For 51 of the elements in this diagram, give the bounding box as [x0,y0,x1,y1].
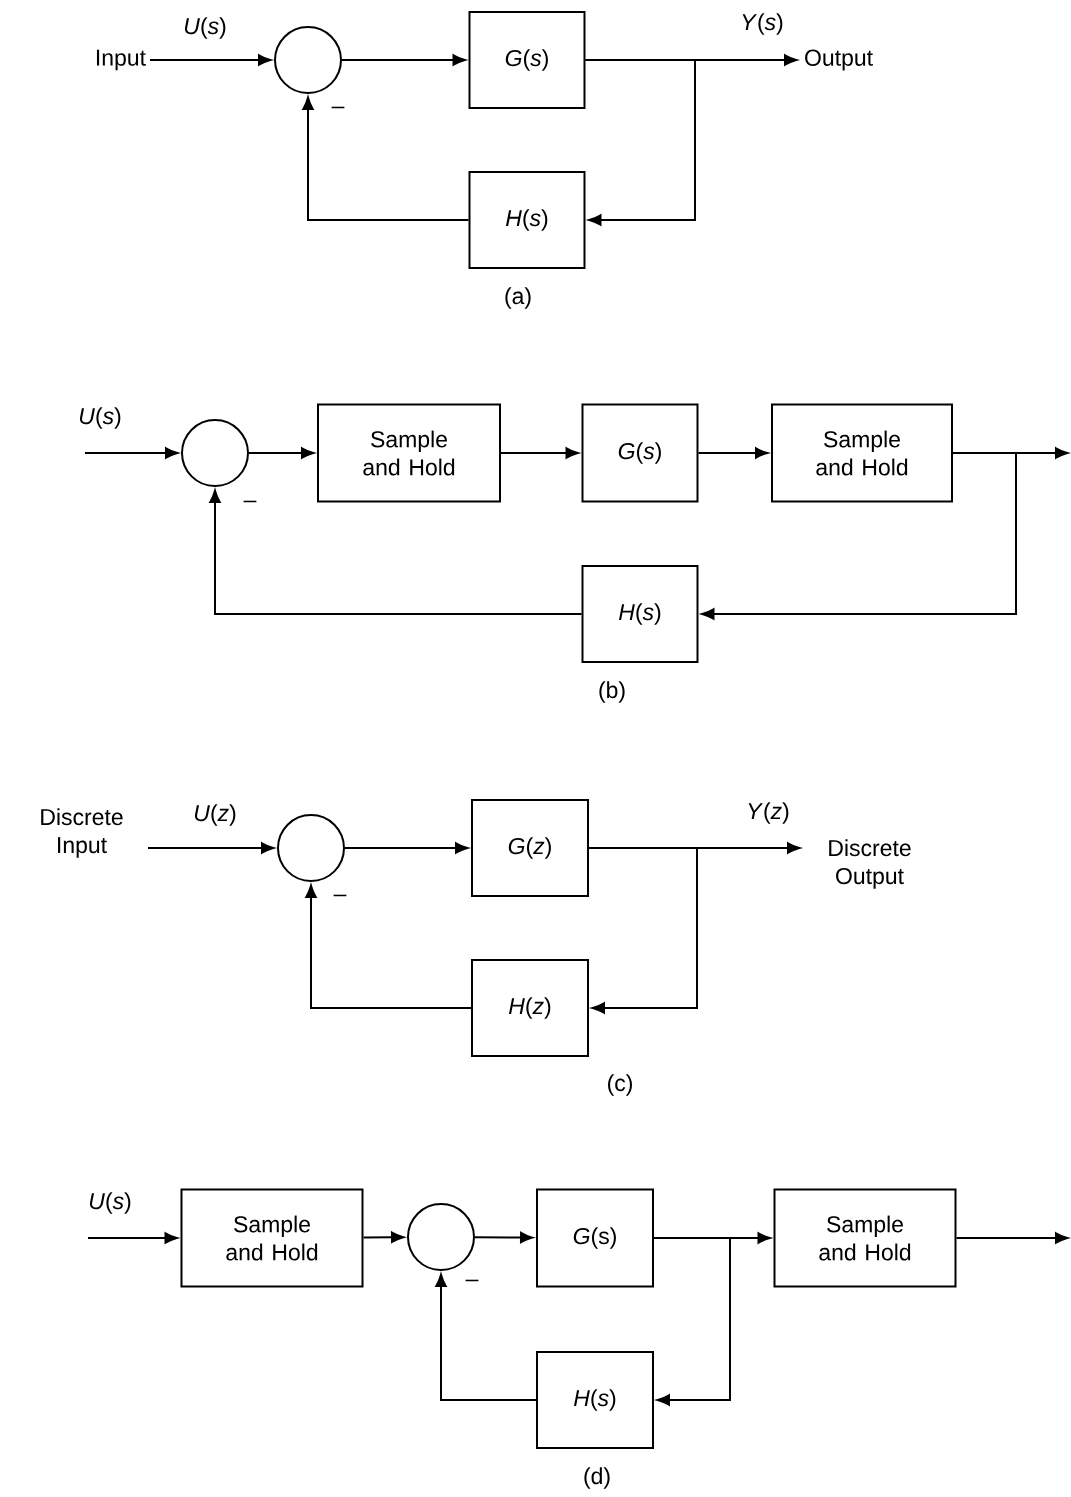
arrow [302,96,470,221]
block-box: G(s) [536,1188,654,1288]
edge-label: U(s) [89,1192,131,1214]
arrow [955,1232,1069,1244]
edge-label: U(s) [79,407,121,429]
arrow [435,1273,537,1401]
block-box: Sample and Hold [180,1188,364,1288]
arrow [701,452,1017,620]
signal-label: Input [96,49,146,71]
block-box: G(z) [471,799,589,897]
arrow [84,447,179,459]
arrow [584,59,696,226]
summing-junction [277,814,345,882]
arrow [500,447,579,459]
arrow [474,1231,534,1244]
arrow [147,842,275,854]
arrow [341,54,466,66]
edge-label: U(z) [194,804,236,826]
arrow [248,447,315,459]
block-box: Sample and Hold [317,403,501,503]
signal-label: Discrete Output [829,839,911,889]
arrow [653,1237,731,1406]
edge-label: – [331,106,345,109]
edge-label: – [333,894,347,897]
block-box: Sample and Hold [771,403,953,503]
summing-junction [407,1203,475,1271]
block-box: G(s) [581,403,699,503]
summing-junction [181,419,249,487]
edge-label: U(s) [184,17,226,39]
edge-label: Y(z) [748,802,789,824]
block-box: H(z) [471,959,589,1057]
block-box: H(s) [581,565,699,663]
arrow [362,1231,405,1243]
block-box: H(s) [536,1351,654,1449]
arrow [305,884,472,1009]
signal-label: Discrete Input [41,808,123,858]
arrow [87,1232,178,1244]
edge-label: Y(s) [742,13,783,35]
edge-label: – [243,500,257,503]
arrow [588,847,698,1014]
block-box: G(s) [468,11,586,109]
signal-label: Output [805,49,873,71]
block-box: H(s) [468,171,586,269]
arrow [149,54,272,66]
edge-label: – [465,1279,479,1282]
summing-junction [274,26,342,94]
arrow [209,489,583,615]
panel-label: (c) [608,1074,632,1096]
arrow [344,842,469,854]
arrow [697,447,769,459]
block-box: Sample and Hold [773,1188,957,1288]
